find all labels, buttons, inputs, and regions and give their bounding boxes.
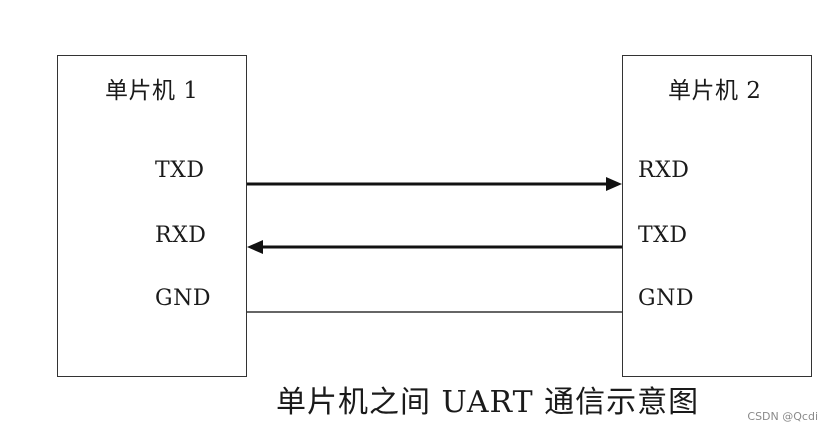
mcu-1-gnd-label: GND (155, 286, 211, 311)
arrowhead-right-icon (606, 177, 622, 191)
mcu-2-title: 单片机 2 (668, 78, 762, 104)
diagram-caption: 单片机之间 UART 通信示意图 (276, 385, 700, 420)
mcu-2-rxd-label: RXD (638, 158, 690, 183)
mcu-2-gnd-label: GND (638, 286, 694, 311)
mcu-1-box (57, 55, 247, 377)
watermark: CSDN @Qcdi (747, 410, 818, 423)
arrowhead-left-icon (247, 240, 263, 254)
mcu-2-txd-label: TXD (638, 223, 688, 248)
mcu-1-title: 单片机 1 (105, 78, 199, 104)
mcu-1-rxd-label: RXD (155, 223, 207, 248)
mcu-1-txd-label: TXD (155, 158, 205, 183)
mcu-2-box (622, 55, 812, 377)
